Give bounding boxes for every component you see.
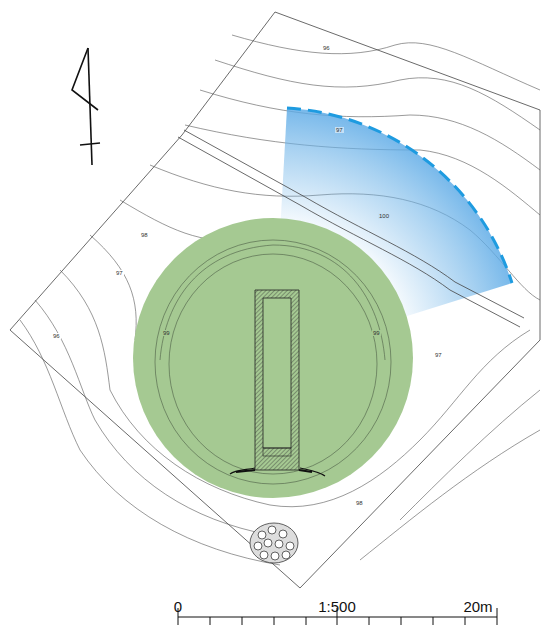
contour-label: 98 [140,232,149,238]
scale-label: 1:500 [318,599,356,614]
contour-lines [20,35,540,565]
mound-circle [133,218,413,498]
mound-contours [155,240,391,484]
contour-label: 97 [335,127,344,133]
scale-label: 20m [463,599,492,614]
contour-label: 97 [434,352,443,358]
stone-chamber [230,290,325,476]
contour-label: 96 [52,333,61,339]
contour-label: 97 [115,270,124,276]
site-boundary [10,12,540,588]
contour-label: 96 [322,45,331,51]
contour-label: 99 [372,330,381,336]
road [178,130,524,327]
contour-label: 100 [378,213,390,219]
scale-label: 0 [174,599,182,614]
contour-label: 99 [162,330,171,336]
stone-pile [250,523,298,563]
north-arrow [72,48,100,165]
contour-label: 98 [355,500,364,506]
